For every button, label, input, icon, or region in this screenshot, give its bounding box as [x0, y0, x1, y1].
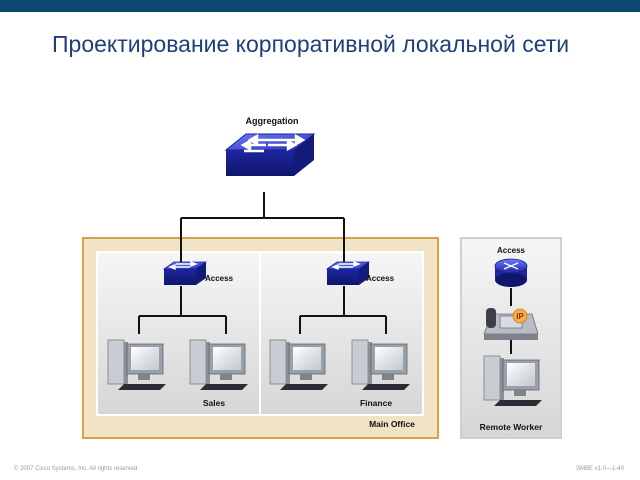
pc-icon-finance-1	[269, 339, 328, 390]
ip-phone-icon: IP	[483, 308, 539, 340]
remote-worker-label: Remote Worker	[480, 422, 543, 432]
pc-icon-finance-2	[351, 339, 410, 390]
sales-access-label: Access	[205, 274, 234, 283]
slide-title: Проектирование корпоративной локальной с…	[52, 31, 570, 57]
pc-icon-sales-2	[189, 339, 248, 390]
finance-label: Finance	[360, 398, 392, 408]
slide-reference-footer: SMBE v1.0—1-40	[575, 466, 624, 472]
pc-icon-sales-1	[107, 339, 166, 390]
sales-label: Sales	[203, 398, 225, 408]
main-office-label: Main Office	[369, 419, 415, 429]
pc-icon-remote	[483, 355, 542, 406]
remote-access-router-icon	[494, 258, 528, 287]
copyright-footer: © 2007 Cisco Systems, Inc. All rights re…	[14, 466, 139, 472]
header-bar	[0, 0, 640, 12]
remote-access-label: Access	[497, 246, 526, 255]
aggregation-label: Aggregation	[246, 116, 299, 126]
finance-access-switch-icon	[325, 260, 371, 285]
svg-text:IP: IP	[516, 312, 524, 321]
aggregation-switch-icon	[224, 133, 316, 176]
sales-access-switch-icon	[162, 260, 208, 285]
finance-access-label: Access	[366, 274, 395, 283]
connection-lines	[138, 192, 512, 354]
